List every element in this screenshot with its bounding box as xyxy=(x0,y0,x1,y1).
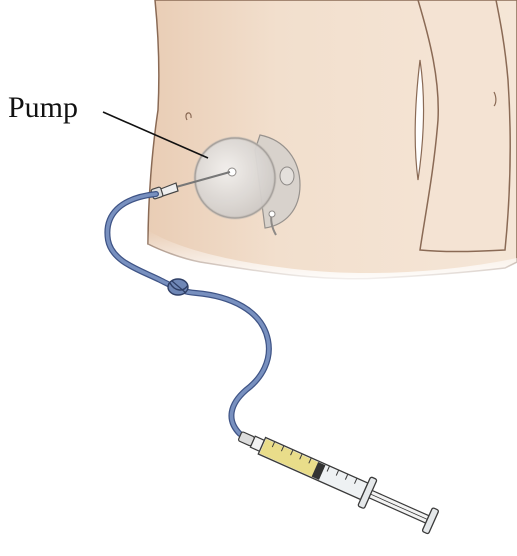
torso xyxy=(148,0,517,285)
clamp-icon xyxy=(168,279,188,295)
pump-label: Pump xyxy=(8,93,78,123)
syringe-icon xyxy=(233,421,440,536)
